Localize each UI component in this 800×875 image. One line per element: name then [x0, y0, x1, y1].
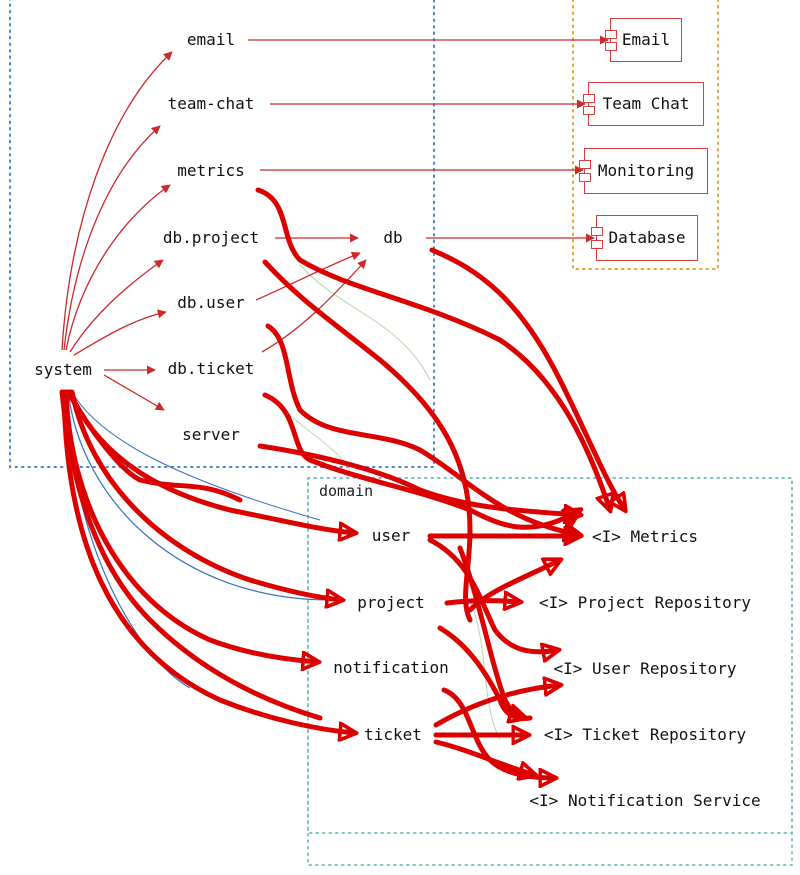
email-component-label: Email — [621, 30, 671, 49]
node-server: server — [182, 425, 240, 444]
scribble-dbuser-down — [265, 323, 580, 535]
thin-arrows — [61, 40, 608, 410]
team-chat-component: Team Chat — [583, 82, 704, 126]
arrow-system-to-metrics — [65, 185, 170, 351]
node-system: system — [34, 360, 92, 379]
arrow-system-to-dbproject — [69, 260, 163, 353]
node-project: project — [357, 593, 425, 612]
system-package-boundary — [9, 0, 435, 468]
node-db: db — [383, 228, 403, 247]
team-chat-component-label: Team Chat — [602, 94, 690, 113]
node-team-chat: team-chat — [167, 94, 255, 113]
node-i-ticket-repository: <I> Ticket Repository — [543, 725, 747, 744]
external-package-boundary — [572, 0, 719, 270]
node-db-user: db.user — [177, 293, 245, 312]
scribble-user-to-user-repo — [427, 537, 558, 652]
scribble-ticket-to-notification-2 — [441, 687, 555, 778]
node-i-notification-service: <I> Notification Service — [529, 791, 761, 810]
scribble-metrics-down — [255, 187, 610, 510]
arrow-system-to-email — [61, 52, 172, 351]
node-db-project: db.project — [162, 228, 260, 247]
node-metrics: metrics — [177, 161, 245, 180]
scribble-arrows — [59, 187, 625, 778]
scribble-server-to-metrics — [257, 443, 580, 515]
scribble-system-to-ticket — [61, 389, 355, 733]
node-ticket: ticket — [364, 725, 422, 744]
node-user: user — [371, 526, 411, 545]
arrow-system-to-dbuser — [73, 312, 166, 356]
scribble-ticket-to-user-repo — [433, 685, 560, 728]
arrow-dbticket-to-db — [261, 260, 366, 353]
faint-line-1 — [299, 264, 431, 381]
node-notification: notification — [333, 658, 449, 677]
blue-line-1 — [67, 389, 331, 601]
scribble-system-to-project — [69, 389, 342, 600]
node-i-project-repository: <I> Project Repository — [539, 593, 751, 612]
scribble-ticket-loop — [437, 625, 533, 721]
domain-package-label: domain — [319, 482, 374, 500]
scribble-system-extra-2 — [59, 389, 323, 721]
monitoring-component-label: Monitoring — [597, 161, 695, 180]
scribble-dbticket-down — [262, 392, 580, 530]
scribble-system-extra-1 — [65, 389, 243, 503]
scribble-system-to-notification — [63, 389, 318, 662]
arrow-system-to-server — [103, 374, 164, 410]
database-component-label: Database — [608, 228, 686, 247]
blue-line-3 — [71, 391, 321, 521]
node-i-user-repository: <I> User Repository — [553, 659, 737, 678]
scribble-project-to-ticket-repo — [457, 545, 525, 718]
database-component: Database — [591, 215, 698, 261]
monitoring-component: Monitoring — [579, 148, 708, 194]
node-i-metrics: <I> Metrics — [592, 527, 698, 546]
node-db-ticket: db.ticket — [167, 359, 255, 378]
arrow-dbuser-to-db — [255, 253, 360, 301]
node-email: email — [186, 30, 236, 49]
scribble-db-to-metrics — [429, 247, 625, 510]
arrow-system-to-team-chat — [63, 126, 160, 351]
email-component: Email — [605, 18, 682, 62]
